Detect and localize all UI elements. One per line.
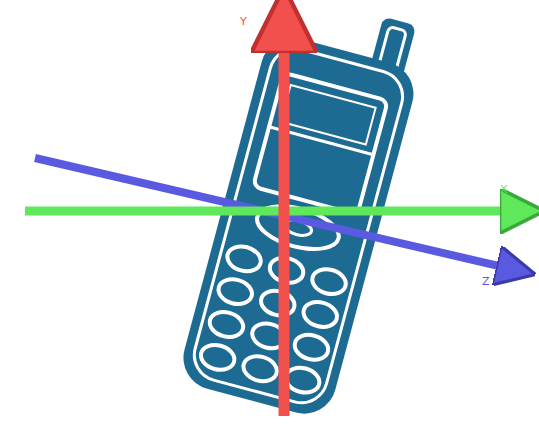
x-axis-arrow (25, 207, 522, 216)
phone-screen (253, 73, 388, 215)
body-outline (189, 43, 409, 409)
axis-label: Y (240, 16, 247, 28)
screen-window (281, 85, 376, 144)
axis-label: Z (482, 276, 490, 288)
phone-body (176, 31, 420, 421)
axis-label: X (500, 184, 508, 196)
keypad (198, 243, 348, 396)
y-axis-arrow (279, 20, 290, 416)
